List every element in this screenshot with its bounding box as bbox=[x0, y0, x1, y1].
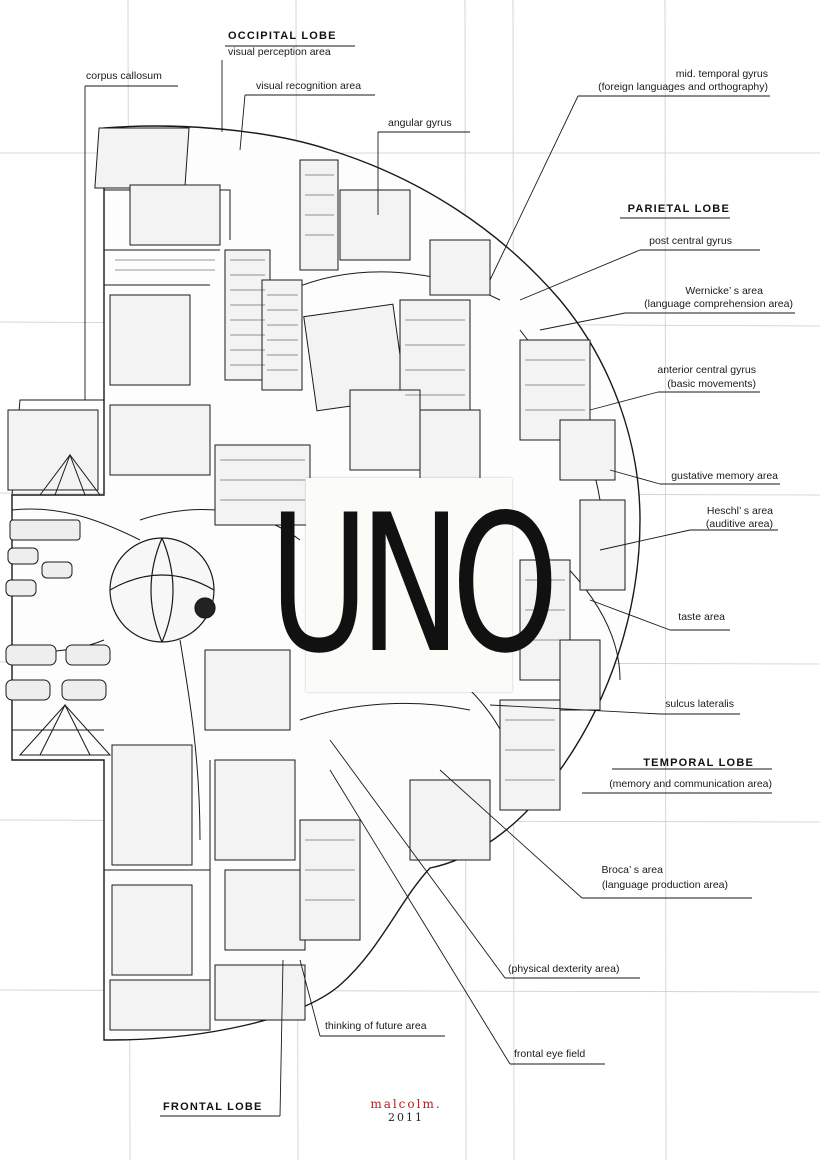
window-hatching bbox=[115, 174, 585, 901]
artist-signature: malcolm. 2011 bbox=[366, 1097, 446, 1125]
label-heschl-sub: (auditive area) bbox=[705, 518, 773, 530]
title-uno: UNO bbox=[269, 474, 559, 695]
label-post-central-gyrus: post central gyrus bbox=[649, 235, 732, 247]
label-heschl: Heschl’ s area bbox=[706, 505, 773, 517]
label-angular-gyrus: angular gyrus bbox=[388, 117, 452, 129]
label-mid-temporal-gyrus-sub: (foreign languages and orthography) bbox=[598, 81, 768, 93]
parked-cars bbox=[5, 519, 111, 701]
label-wernicke: Wernicke’ s area bbox=[685, 285, 763, 297]
label-visual-recognition: visual recognition area bbox=[256, 80, 362, 92]
dome-building bbox=[109, 537, 216, 643]
label-taste: taste area bbox=[678, 611, 725, 623]
tents bbox=[18, 453, 112, 756]
label-corpus-callosum: corpus callosum bbox=[86, 70, 162, 82]
label-thinking-future: thinking of future area bbox=[325, 1020, 427, 1032]
lobe-label-temporal: TEMPORAL LOBE bbox=[643, 757, 754, 769]
label-frontal-eye-field: frontal eye field bbox=[514, 1048, 586, 1060]
label-wernicke-sub: (language comprehension area) bbox=[644, 298, 793, 310]
lobe-label-frontal: FRONTAL LOBE bbox=[163, 1101, 263, 1113]
title-card: UNO bbox=[269, 474, 559, 695]
label-broca-sub: (language production area) bbox=[601, 879, 728, 891]
label-gustative-memory: gustative memory area bbox=[671, 470, 778, 482]
label-sulcus-lateralis: sulcus lateralis bbox=[665, 698, 734, 710]
signature-name: malcolm. bbox=[370, 1097, 442, 1111]
lobe-label-parietal: PARIETAL LOBE bbox=[627, 203, 730, 215]
signature-year: 2011 bbox=[388, 1111, 424, 1124]
label-temporal-sub: (memory and communication area) bbox=[609, 778, 772, 790]
label-physical-dexterity: (physical dexterity area) bbox=[508, 963, 620, 975]
label-anterior-central-gyrus-sub: (basic movements) bbox=[667, 378, 756, 390]
label-broca: Broca’ s area bbox=[601, 864, 663, 876]
label-mid-temporal-gyrus: mid. temporal gyrus bbox=[675, 68, 768, 80]
lobe-label-occipital: OCCIPITAL LOBE bbox=[228, 30, 337, 42]
label-visual-perception: visual perception area bbox=[228, 46, 331, 58]
leader-lines bbox=[84, 45, 795, 1117]
label-anterior-central-gyrus: anterior central gyrus bbox=[657, 364, 756, 376]
